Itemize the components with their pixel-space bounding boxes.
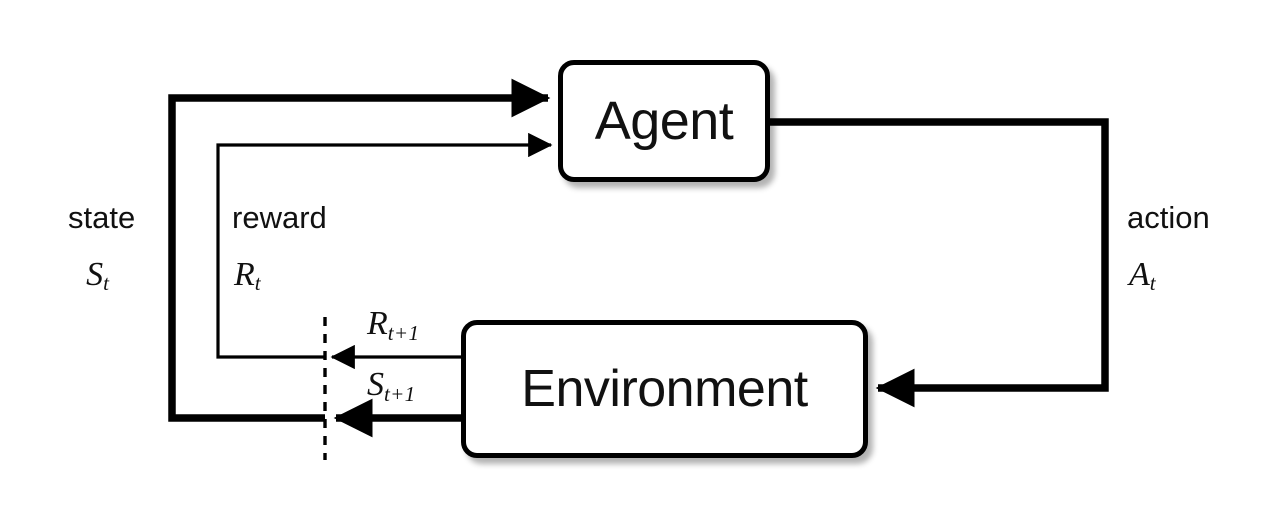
action-symbol-subscript: t bbox=[1149, 271, 1156, 296]
reward-label-word: reward bbox=[232, 200, 327, 235]
reward-next-symbol: Rt+1 bbox=[367, 305, 420, 345]
state-label: state St bbox=[68, 200, 136, 296]
reward-next-label: Rt+1 bbox=[367, 305, 420, 345]
state-next-label: St+1 bbox=[367, 366, 416, 406]
reward-next-symbol-subscript: t+1 bbox=[387, 320, 420, 345]
state-next-symbol-subscript: t+1 bbox=[384, 381, 416, 406]
agent-node-label: Agent bbox=[594, 91, 734, 151]
reward-symbol-subscript: t bbox=[254, 271, 261, 296]
edge-state-to-agent bbox=[168, 78, 551, 422]
edge-action-to-environment bbox=[768, 118, 1109, 408]
state-label-symbol: St bbox=[86, 255, 110, 296]
state-next-symbol-base: S bbox=[367, 366, 384, 403]
reward-symbol-base: R bbox=[234, 255, 255, 293]
reward-label-symbol: Rt bbox=[234, 255, 261, 296]
action-symbol-base: A bbox=[1129, 255, 1150, 293]
state-symbol-subscript: t bbox=[103, 271, 110, 296]
environment-node[interactable]: Environment bbox=[461, 320, 868, 458]
state-symbol-base: S bbox=[86, 255, 104, 293]
state-label-word: state bbox=[68, 200, 136, 235]
action-label: action At bbox=[1127, 200, 1210, 296]
state-next-symbol: St+1 bbox=[367, 366, 416, 406]
reward-next-symbol-base: R bbox=[367, 305, 388, 342]
agent-node[interactable]: Agent bbox=[558, 60, 770, 182]
action-label-symbol: At bbox=[1129, 255, 1156, 296]
reward-label: reward Rt bbox=[232, 200, 327, 296]
edge-reward-to-agent bbox=[216, 132, 553, 359]
environment-node-label: Environment bbox=[521, 360, 808, 418]
action-label-word: action bbox=[1127, 200, 1210, 235]
